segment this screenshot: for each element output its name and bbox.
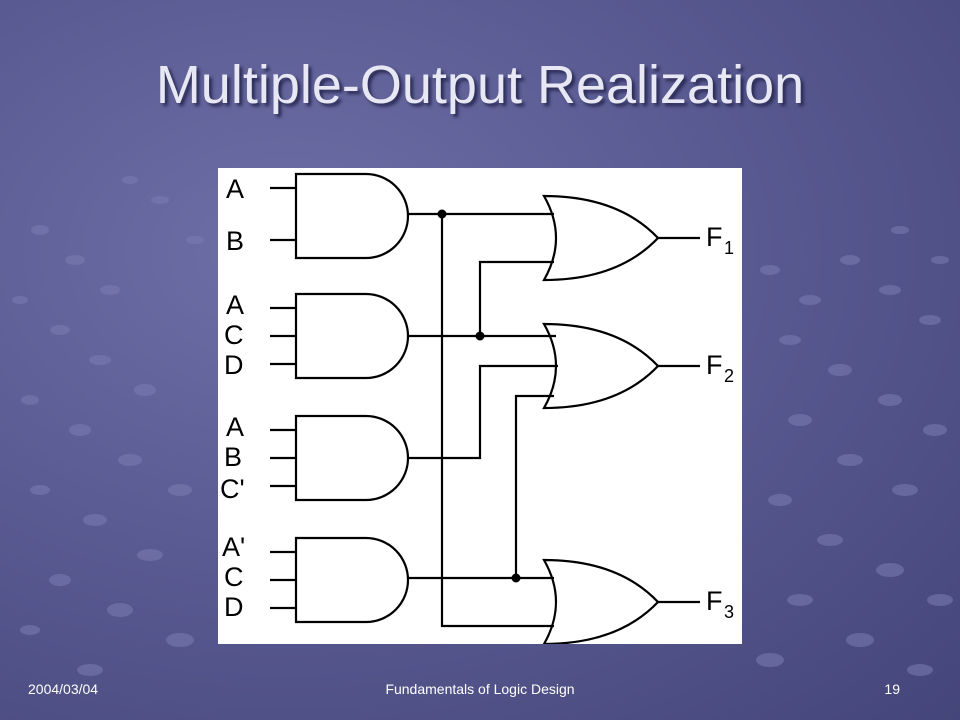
label-f2: F: [706, 350, 723, 380]
and-gate-2: [294, 292, 410, 380]
footer-page-number: 19: [884, 681, 900, 697]
label-g3-b: B: [224, 442, 242, 472]
footer-date: 2004/03/04: [28, 681, 99, 697]
label-f1-sub: 1: [724, 238, 734, 258]
footer-course-title: Fundamentals of Logic Design: [385, 681, 575, 697]
label-f3-sub: 3: [724, 602, 734, 622]
label-g3-c: C': [220, 474, 245, 504]
label-g4-c: C: [224, 562, 244, 592]
label-g2-a: A: [226, 290, 244, 320]
or-gate-1: [542, 194, 660, 282]
and-gate-1: [294, 172, 410, 260]
label-g1-b: B: [226, 226, 244, 256]
or-gate-2: [542, 322, 660, 410]
label-g4-a: A': [222, 532, 245, 562]
junction-ab: [437, 209, 447, 219]
label-g2-c: C: [224, 320, 244, 350]
label-g2-d: D: [224, 350, 244, 380]
logic-circuit-diagram: A B A C D A B C' A' C D F 1 F 2 F 3: [218, 168, 742, 644]
and-gate-3: [294, 414, 410, 502]
wire-ab-vertical: [440, 214, 554, 628]
label-f3: F: [706, 586, 723, 616]
label-f1: F: [706, 222, 723, 252]
label-g3-a: A: [226, 412, 244, 442]
wire-acd2-to-or2: [514, 394, 554, 578]
label-f2-sub: 2: [724, 366, 734, 386]
slide-title: Multiple-Output Realization: [155, 55, 805, 115]
junction-acd: [475, 331, 485, 341]
label-g4-d: D: [224, 592, 244, 622]
wire-abc: [408, 364, 558, 460]
or-gate-3: [542, 558, 660, 644]
circuit-svg: A B A C D A B C' A' C D F 1 F 2 F 3: [220, 172, 734, 644]
label-g1-a: A: [226, 174, 244, 204]
junction-acd2: [511, 573, 521, 583]
wire-acd-to-or1: [478, 260, 554, 336]
and-gate-4: [294, 536, 410, 624]
